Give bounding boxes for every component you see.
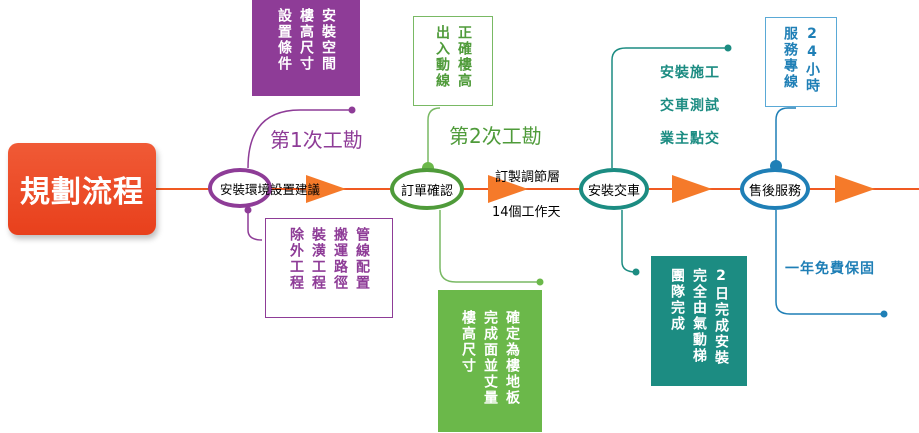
installation-box-col: 團隊完成 [669,268,685,332]
installation-box: 2日完成安裝 完全由氣動梯 團隊完成 [651,256,747,386]
stage-order-confirm: 訂單確認 [390,168,464,210]
survey1-top-col: 設置條件 [276,8,292,72]
blue-dot-bottom [880,310,888,318]
purple-connector-bottom [247,208,263,241]
survey1-bottom-box: 管線配置 搬運路徑 裝潢工程 除外工程 [265,218,393,318]
timeline-arrow-1 [306,175,346,203]
blue-connector-top [775,107,796,168]
teal-connector-bottom [621,210,637,273]
order-note-custom-layer: 訂製調節層 [495,170,561,185]
planning-process-label: 規劃流程 [20,175,144,210]
planning-process-block: 規劃流程 [8,143,156,235]
stage-after-sales-label: 售後服務 [748,183,801,199]
installation-list: 安裝施工 交車測試 業主點交 [660,62,720,148]
installation-box-col: 完全由氣動梯 [691,268,707,364]
installation-item: 業主點交 [660,131,720,147]
survey1-bottom-col: 搬運路徑 [332,227,348,291]
survey2-bottom-box: 確定為樓地板 完成面並丈量 樓高尺寸 [438,290,542,432]
survey1-bottom-col: 裝潢工程 [310,227,326,291]
timeline-arrow-4 [835,175,875,203]
survey2-top-col: 正確樓高 [456,25,472,89]
teal-dot-bottom [632,268,640,276]
survey2-top-box: 正確樓高 出入動線 [413,16,493,106]
stage-install-environment: 安裝環境設置建議 [208,168,320,208]
survey1-title: 第1次工勘 [270,128,363,152]
warranty-label: 一年免費保固 [785,261,875,277]
installation-item: 交車測試 [660,98,720,114]
timeline-arrow-3 [672,175,712,203]
stage-after-sales: 售後服務 [740,168,810,210]
order-note-workdays: 14個工作天 [492,205,561,220]
installation-box-col: 2日完成安裝 [713,268,729,366]
survey1-top-col: 安裝空間 [320,8,336,72]
green-dot-bottom [536,278,544,286]
survey1-top-box: 安裝空間 樓高尺寸 設置條件 [252,0,360,96]
purple-dot-top [348,106,356,114]
purple-dot-bottom [244,206,252,214]
stage-order-confirm-label: 訂單確認 [400,183,453,199]
teal-connector-top [611,47,728,168]
survey1-bottom-col: 管線配置 [354,227,370,291]
teal-dot-top [724,44,732,52]
after-sales-box-col: 服務專線 [782,26,798,90]
survey2-top-col: 出入動線 [434,25,450,89]
green-connector-top [427,107,441,168]
survey2-title: 第2次工勘 [449,124,542,148]
after-sales-box-col: 24小時 [804,26,820,94]
timeline-arrow-2 [488,175,528,203]
installation-item: 安裝施工 [660,65,720,81]
stage-installation-delivery-label: 安裝交車 [587,183,640,199]
survey2-bottom-col: 完成面並丈量 [482,310,498,406]
blue-connector-bottom [775,210,884,315]
stage-install-environment-label: 安裝環境設置建議 [220,181,321,197]
survey2-bottom-col: 樓高尺寸 [460,310,476,374]
survey2-bottom-col: 確定為樓地板 [504,310,520,406]
purple-connector-top [247,109,352,169]
survey1-bottom-col: 除外工程 [288,227,304,291]
survey1-top-col: 樓高尺寸 [298,8,314,72]
stage-installation-delivery: 安裝交車 [579,168,649,210]
green-connector-bottom [439,210,540,283]
after-sales-box: 24小時 服務專線 [765,17,837,107]
